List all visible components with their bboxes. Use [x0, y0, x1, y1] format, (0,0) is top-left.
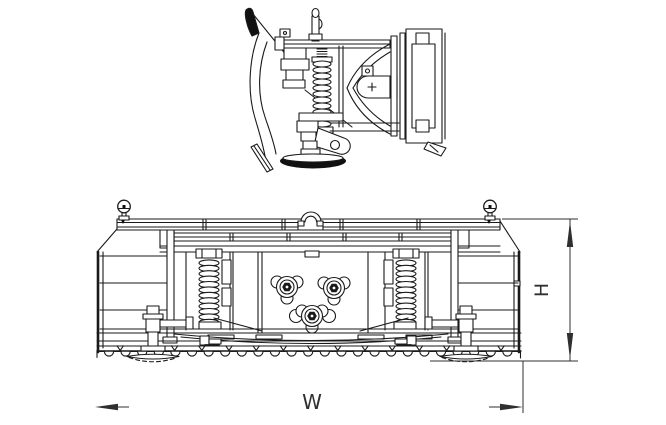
- trip-spring-left: [185, 248, 263, 332]
- center-panel: [257, 250, 369, 334]
- height-arrow-down: [566, 333, 574, 359]
- side-view: [244, 7, 447, 173]
- height-arrow-up: [566, 221, 574, 247]
- skid-disc-left: [126, 353, 180, 363]
- width-arrow-right: [500, 403, 523, 411]
- skid-disc-side: [280, 153, 346, 169]
- height-dimension-label: H: [531, 283, 553, 297]
- left-shoulder: [96, 228, 118, 253]
- mount-plate: [390, 28, 447, 157]
- skid-disc-right: [439, 353, 493, 363]
- bolt-hub: [317, 276, 351, 306]
- front-view: [96, 199, 522, 363]
- support-leg-right: [424, 305, 479, 352]
- width-arrow-left: [95, 403, 118, 411]
- blade-bracket: [280, 47, 353, 128]
- serrated-edge: [96, 350, 521, 359]
- body-seams: [99, 255, 519, 311]
- lifting-shackle: [297, 211, 324, 231]
- dimension-annotations: H W: [95, 218, 578, 414]
- width-dimension-label: W: [302, 390, 322, 414]
- lower-bracket: [296, 112, 400, 156]
- support-leg-left: [140, 305, 194, 352]
- trip-spring-right: [359, 248, 429, 332]
- blade-tip-flag: [244, 7, 260, 37]
- bolt-hub: [270, 275, 304, 305]
- locking-pin: [308, 7, 323, 42]
- right-shoulder: [499, 220, 521, 253]
- marker-light-left: [117, 199, 131, 224]
- marker-light-right: [483, 199, 497, 224]
- moldboard-curve: [249, 32, 271, 171]
